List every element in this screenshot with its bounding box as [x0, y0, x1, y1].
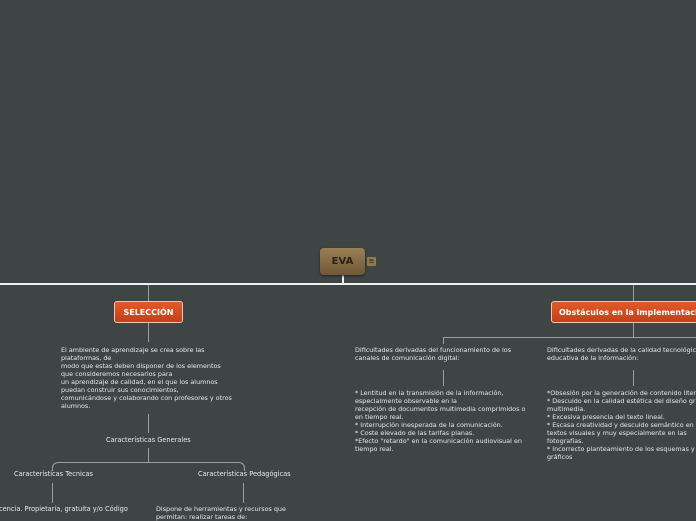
- obstacle-quality-detail[interactable]: *Obsesión por la generación de contenido…: [547, 389, 696, 461]
- connector: [148, 285, 149, 301]
- topic-obstaculos[interactable]: Obstáculos en la implementación: [551, 301, 696, 323]
- topic-seleccion[interactable]: SELECCIÓN: [114, 301, 183, 323]
- selection-description[interactable]: El ambiente de aprendizaje se crea sobre…: [61, 346, 232, 410]
- connector: [148, 322, 149, 342]
- technical-characteristics[interactable]: Características Tecnicas: [14, 470, 93, 478]
- topic-label: Obstáculos en la implementación: [559, 307, 696, 317]
- connector: [633, 285, 634, 301]
- pedagogical-characteristics[interactable]: Características Pedagógicas: [198, 470, 291, 478]
- obstacle-channels-title[interactable]: Dificultades derivadas del funcionamient…: [355, 346, 512, 362]
- connector: [633, 322, 634, 337]
- connector-bracket: [52, 462, 245, 471]
- connector: [148, 414, 149, 433]
- pedagogical-detail[interactable]: Dispone de herramientas y recursos que p…: [156, 505, 286, 521]
- connector: [633, 370, 634, 386]
- obstacle-quality-title[interactable]: Dificultades derivadas de la calidad tec…: [547, 346, 696, 362]
- connector: [52, 483, 53, 503]
- general-characteristics[interactable]: Características Generales: [106, 436, 191, 444]
- connector: [443, 370, 444, 386]
- notes-icon[interactable]: ≡: [367, 257, 376, 266]
- connector: [443, 337, 444, 344]
- root-node-eva[interactable]: EVA: [320, 248, 365, 275]
- root-label: EVA: [331, 256, 354, 267]
- connector: [443, 337, 696, 338]
- root-connector: [342, 275, 344, 284]
- connector: [148, 448, 149, 462]
- obstacle-channels-detail[interactable]: * Lentitud en la transmisión de la infor…: [355, 389, 526, 453]
- topic-label: SELECCIÓN: [123, 307, 174, 317]
- technical-detail[interactable]: cencia. Propietaria, gratuita y/o Código: [0, 505, 128, 513]
- main-connector: [0, 283, 696, 285]
- connector: [243, 483, 244, 503]
